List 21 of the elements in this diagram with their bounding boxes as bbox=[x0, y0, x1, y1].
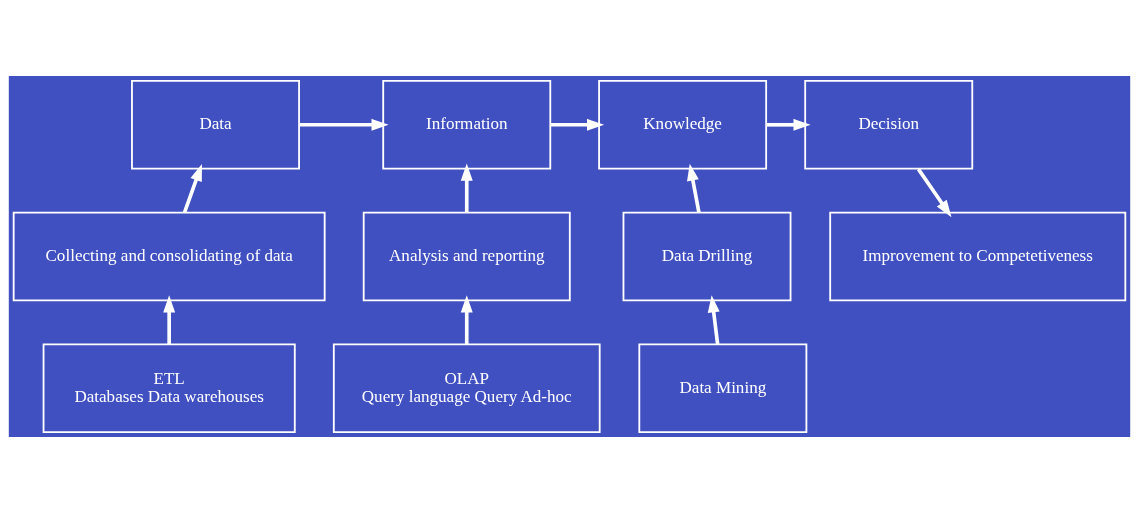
arrow bbox=[707, 295, 720, 345]
node-box: Data Mining bbox=[638, 343, 808, 434]
arrow bbox=[916, 168, 952, 218]
node-box: Collecting and consolidating of data bbox=[12, 211, 326, 302]
node-box: Improvement to Competetiveness bbox=[829, 211, 1127, 302]
node-box: ETL Databases Data warehouses bbox=[42, 343, 296, 434]
arrow bbox=[550, 118, 605, 131]
arrow bbox=[163, 295, 176, 345]
arrow bbox=[766, 118, 811, 131]
arrow bbox=[299, 118, 389, 131]
arrow bbox=[460, 163, 473, 213]
node-box: Knowledge bbox=[598, 79, 768, 170]
node-box: OLAP Query language Query Ad-hoc bbox=[332, 343, 601, 434]
node-box: Information bbox=[382, 79, 552, 170]
arrow bbox=[460, 295, 473, 345]
node-box: Data Drilling bbox=[622, 211, 792, 302]
arrow bbox=[687, 163, 701, 213]
arrow bbox=[182, 163, 202, 214]
node-box: Analysis and reporting bbox=[362, 211, 571, 302]
node-box: Decision bbox=[804, 79, 974, 170]
node-box: Data bbox=[131, 79, 300, 170]
